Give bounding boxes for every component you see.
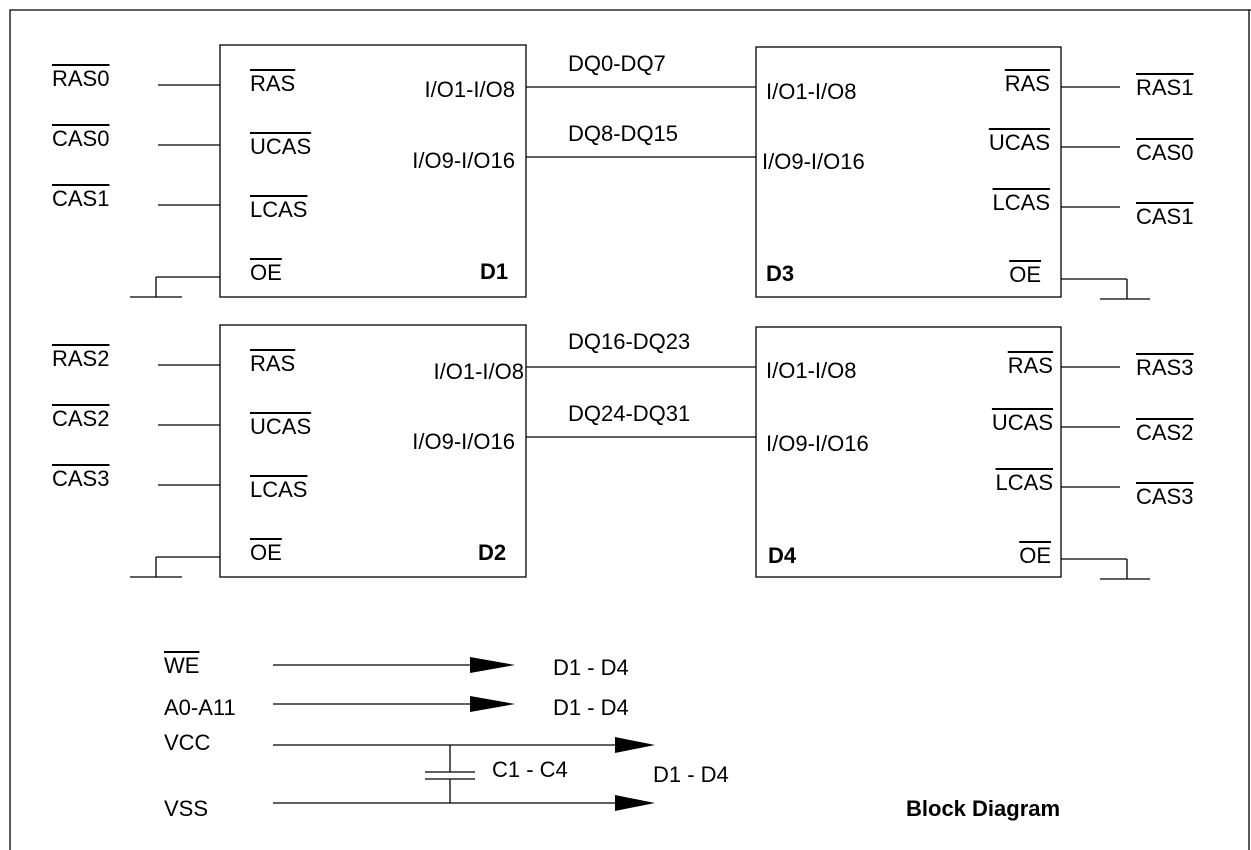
d4-lcas-signal: CAS3 [1136, 484, 1194, 509]
d2-io-low-pin: I/O1-I/O8 [433, 359, 524, 384]
chip-d2-box [219, 324, 527, 578]
d3-oe-pin: OE [1009, 262, 1041, 287]
diagram-title: Block Diagram [906, 796, 1061, 821]
d1-lcas-signal: CAS1 [52, 186, 110, 211]
legend-we-signal: WE [164, 653, 200, 678]
d4-lcas-pin: LCAS [995, 470, 1053, 495]
d3-lcas-pin: LCAS [992, 190, 1050, 215]
d4-io-low-pin: I/O1-I/O8 [766, 358, 857, 383]
legend-addr-target: D1 - D4 [553, 695, 629, 720]
legend-we-target: D1 - D4 [553, 655, 629, 680]
d2-ras-pin: RAS [250, 351, 296, 376]
legend-power-target: D1 - D4 [653, 762, 729, 787]
d1-chip-name: D1 [480, 259, 509, 284]
d1-io-low-pin: I/O1-I/O8 [424, 77, 515, 102]
d2-lcas-pin: LCAS [250, 477, 308, 502]
d4-chip-name: D4 [768, 543, 797, 568]
d1-io-high-pin: I/O9-I/O16 [412, 148, 515, 173]
d1-ras-signal: RAS0 [52, 66, 110, 91]
d3-lcas-signal: CAS1 [1136, 204, 1194, 229]
bus-label-top-high: DQ8-DQ15 [568, 121, 679, 146]
d2-lcas-signal: CAS3 [52, 466, 110, 491]
vss-arrowhead [615, 795, 655, 811]
page-frame [9, 9, 1251, 850]
d3-chip-name: D3 [766, 261, 795, 286]
d4-ras-signal: RAS3 [1136, 355, 1194, 380]
d3-io-high-pin: I/O9-I/O16 [762, 149, 865, 174]
d4-ras-pin: RAS [1007, 353, 1053, 378]
chip-d3-box [755, 46, 1062, 298]
d4-oe-pin: OE [1019, 543, 1051, 568]
we-arrowhead [470, 657, 515, 673]
legend-capacitors: C1 - C4 [492, 757, 568, 782]
d2-oe-pin: OE [250, 540, 282, 565]
chip-d4-box [755, 326, 1062, 578]
d4-ucas-signal: CAS2 [1136, 420, 1194, 445]
bus-label-top-low: DQ0-DQ7 [568, 51, 666, 76]
d2-ras-signal: RAS2 [52, 346, 110, 371]
legend-vcc-signal: VCC [164, 730, 211, 755]
d4-io-high-pin: I/O9-I/O16 [766, 431, 869, 456]
legend-addr-signal: A0-A11 [164, 695, 236, 720]
d3-ucas-signal: CAS0 [1136, 140, 1194, 165]
bus-label-bottom-low: DQ16-DQ23 [568, 329, 691, 354]
addr-arrowhead [470, 696, 515, 712]
bus-label-bottom-high: DQ24-DQ31 [568, 401, 691, 426]
d3-ras-pin: RAS [1004, 71, 1050, 96]
d1-oe-pin: OE [250, 260, 282, 285]
d1-lcas-pin: LCAS [250, 197, 308, 222]
d3-ucas-pin: UCAS [988, 130, 1050, 155]
d4-ucas-pin: UCAS [991, 410, 1053, 435]
d2-io-high-pin: I/O9-I/O16 [412, 429, 515, 454]
d2-ucas-pin: UCAS [250, 414, 312, 439]
d3-ras-signal: RAS1 [1136, 75, 1194, 100]
d3-io-low-pin: I/O1-I/O8 [766, 79, 857, 104]
d1-ucas-pin: UCAS [250, 134, 312, 159]
legend-vss-signal: VSS [164, 796, 209, 821]
d1-ucas-signal: CAS0 [52, 126, 110, 151]
chip-d1-box [219, 44, 527, 298]
vcc-arrowhead [615, 737, 655, 753]
d2-chip-name: D2 [478, 540, 507, 565]
d2-ucas-signal: CAS2 [52, 406, 110, 431]
d1-ras-pin: RAS [250, 71, 296, 96]
